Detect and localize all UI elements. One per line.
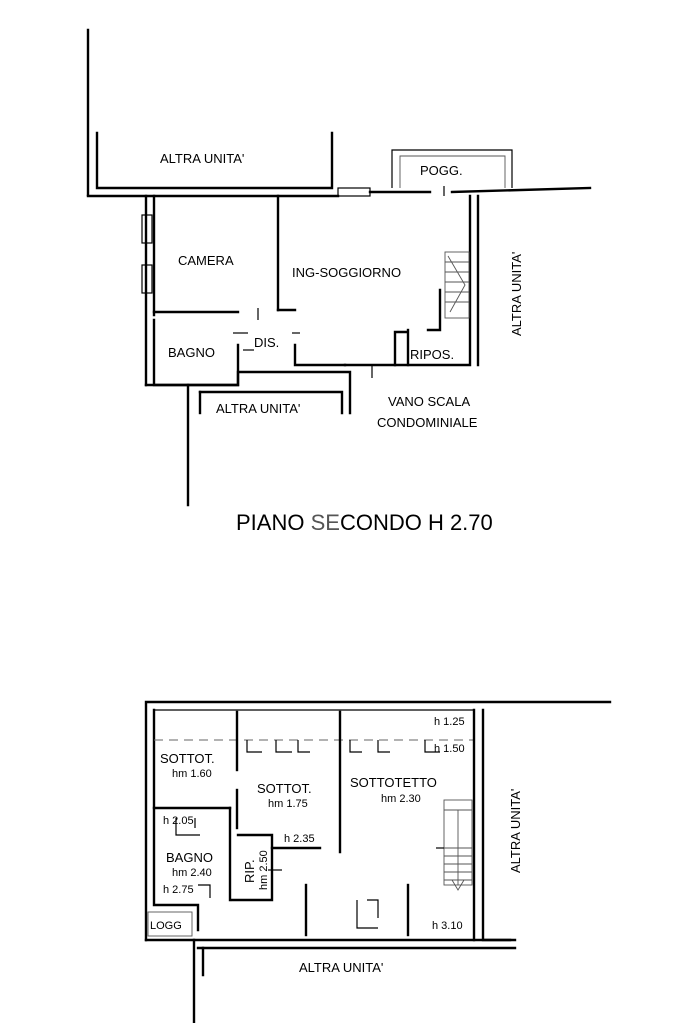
dis-bottom-wall <box>293 343 347 367</box>
ripos-left-wall <box>393 330 408 367</box>
ripos-top-wall <box>426 288 442 332</box>
attic-outer-top-left <box>144 700 612 942</box>
floor-title: PIANO SECONDO H 2.70 <box>236 510 493 535</box>
label-hm160: hm 1.60 <box>172 768 212 780</box>
balcony-inner <box>399 155 506 188</box>
label-ing-soggiorno: ING-SOGGIORNO <box>292 265 401 280</box>
label-hm230: hm 2.30 <box>381 793 421 805</box>
label-altra-unita-right-attic: ALTRA UNITA' <box>508 789 523 873</box>
label-pogg: POGG. <box>420 163 463 178</box>
window-left-1 <box>141 214 153 244</box>
label-bagno: BAGNO <box>168 345 215 360</box>
rip-walls <box>230 833 274 902</box>
label-altra-unita-bottom: ALTRA UNITA' <box>216 401 300 416</box>
label-altra-unita-top: ALTRA UNITA' <box>160 151 244 166</box>
label-hm240: hm 2.40 <box>172 867 212 879</box>
balcony-outline <box>391 149 513 188</box>
bottom-wall <box>144 370 352 415</box>
label-altra-unita-bottom-attic: ALTRA UNITA' <box>299 960 383 975</box>
label-camera: CAMERA <box>178 253 234 268</box>
label-h310: h 3.10 <box>432 920 463 932</box>
label-bagno-attic: BAGNO <box>166 850 213 865</box>
neighbour-unit-top-walls <box>95 131 334 190</box>
label-ripos: RIPOS. <box>410 347 454 362</box>
label-logg: LOGG <box>150 920 182 932</box>
roof-beam-marks <box>175 740 440 929</box>
label-rip: RIP. <box>242 859 257 883</box>
stair-symbol <box>444 251 470 319</box>
label-altra-unita-right: ALTRA UNITA' <box>509 252 524 336</box>
floor-title-part-b: SE <box>311 510 340 535</box>
neighbour-bottom-start <box>196 946 205 977</box>
label-h275: h 2.75 <box>163 884 194 896</box>
label-sottot-mid: SOTTOT. <box>257 781 312 796</box>
attic-stair <box>436 799 473 891</box>
window-top <box>337 187 371 197</box>
second-floor-plan <box>86 28 592 507</box>
floor-title-part-c: CONDO H 2.70 <box>340 510 493 535</box>
label-h125: h 1.25 <box>434 716 465 728</box>
label-condominiale: CONDOMINIALE <box>377 415 478 430</box>
label-sottot-left: SOTTOT. <box>160 751 215 766</box>
floor-title-part-a: PIANO <box>236 510 311 535</box>
neighbour-bottom-walls <box>198 390 344 415</box>
label-h205: h 2.05 <box>163 815 194 827</box>
label-vano-scala: VANO SCALA <box>388 394 470 409</box>
label-sottotetto: SOTTOTETTO <box>350 775 437 790</box>
attic-plan <box>144 700 612 1023</box>
label-hm175: hm 1.75 <box>268 798 308 810</box>
label-hm250: hm 2.50 <box>258 850 270 890</box>
window-left-2 <box>141 264 153 294</box>
attic-bagno-left <box>152 806 200 932</box>
label-h235: h 2.35 <box>284 833 315 845</box>
logg-box <box>147 911 193 937</box>
label-dis: DIS. <box>254 335 279 350</box>
living-right-wall <box>343 194 472 367</box>
label-h150: h 1.50 <box>434 743 465 755</box>
top-wall-far-right <box>450 186 592 194</box>
